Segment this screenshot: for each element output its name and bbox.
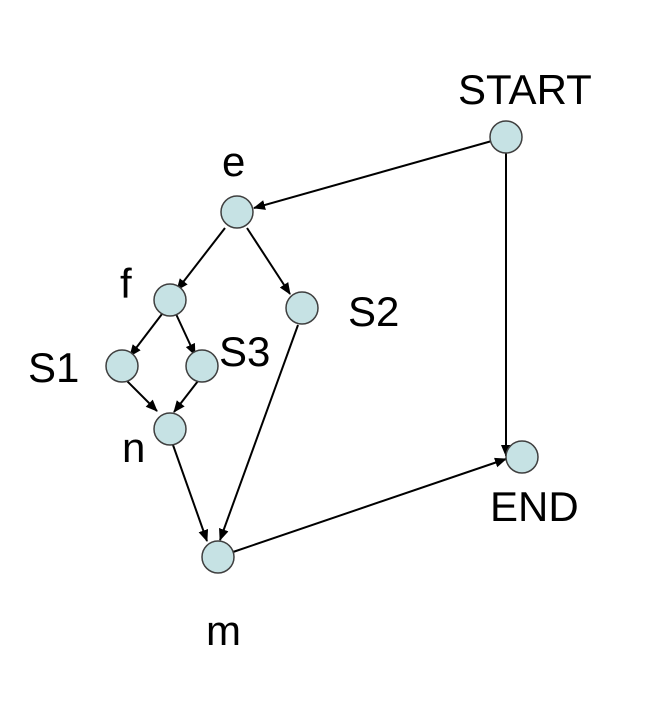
- edge-f-to-s1: [129, 313, 163, 357]
- edge-m-to-end: [232, 457, 507, 553]
- node-start[interactable]: [489, 120, 523, 154]
- node-e[interactable]: [220, 195, 254, 229]
- edge-n-to-m: [172, 444, 209, 542]
- label-e: e: [222, 138, 245, 185]
- label-start: START: [458, 66, 592, 113]
- edge-s2-to-m: [219, 324, 299, 541]
- node-s3[interactable]: [185, 349, 219, 383]
- edge-e-to-s2: [246, 227, 291, 295]
- node-s1[interactable]: [105, 349, 139, 383]
- label-s2: S2: [348, 288, 399, 335]
- node-s2[interactable]: [285, 291, 319, 325]
- node-f[interactable]: [153, 283, 187, 317]
- edge-e-to-f: [176, 227, 226, 291]
- label-m: m: [206, 607, 241, 654]
- node-n[interactable]: [153, 412, 187, 446]
- edges-group: [126, 136, 511, 553]
- label-s1: S1: [28, 344, 79, 391]
- edge-start-to-e: [253, 136, 507, 210]
- node-end[interactable]: [505, 440, 539, 474]
- edge-s1-to-n: [126, 380, 158, 412]
- labels-group: START END e f S1 S2 S3 n m: [28, 66, 592, 654]
- edge-s3-to-n: [173, 380, 199, 413]
- node-m[interactable]: [201, 540, 235, 574]
- nodes-group: [105, 120, 539, 574]
- label-end: END: [490, 483, 579, 530]
- edge-f-to-s3: [175, 313, 196, 356]
- label-n: n: [122, 424, 145, 471]
- label-s3: S3: [219, 328, 270, 375]
- label-f: f: [120, 260, 132, 307]
